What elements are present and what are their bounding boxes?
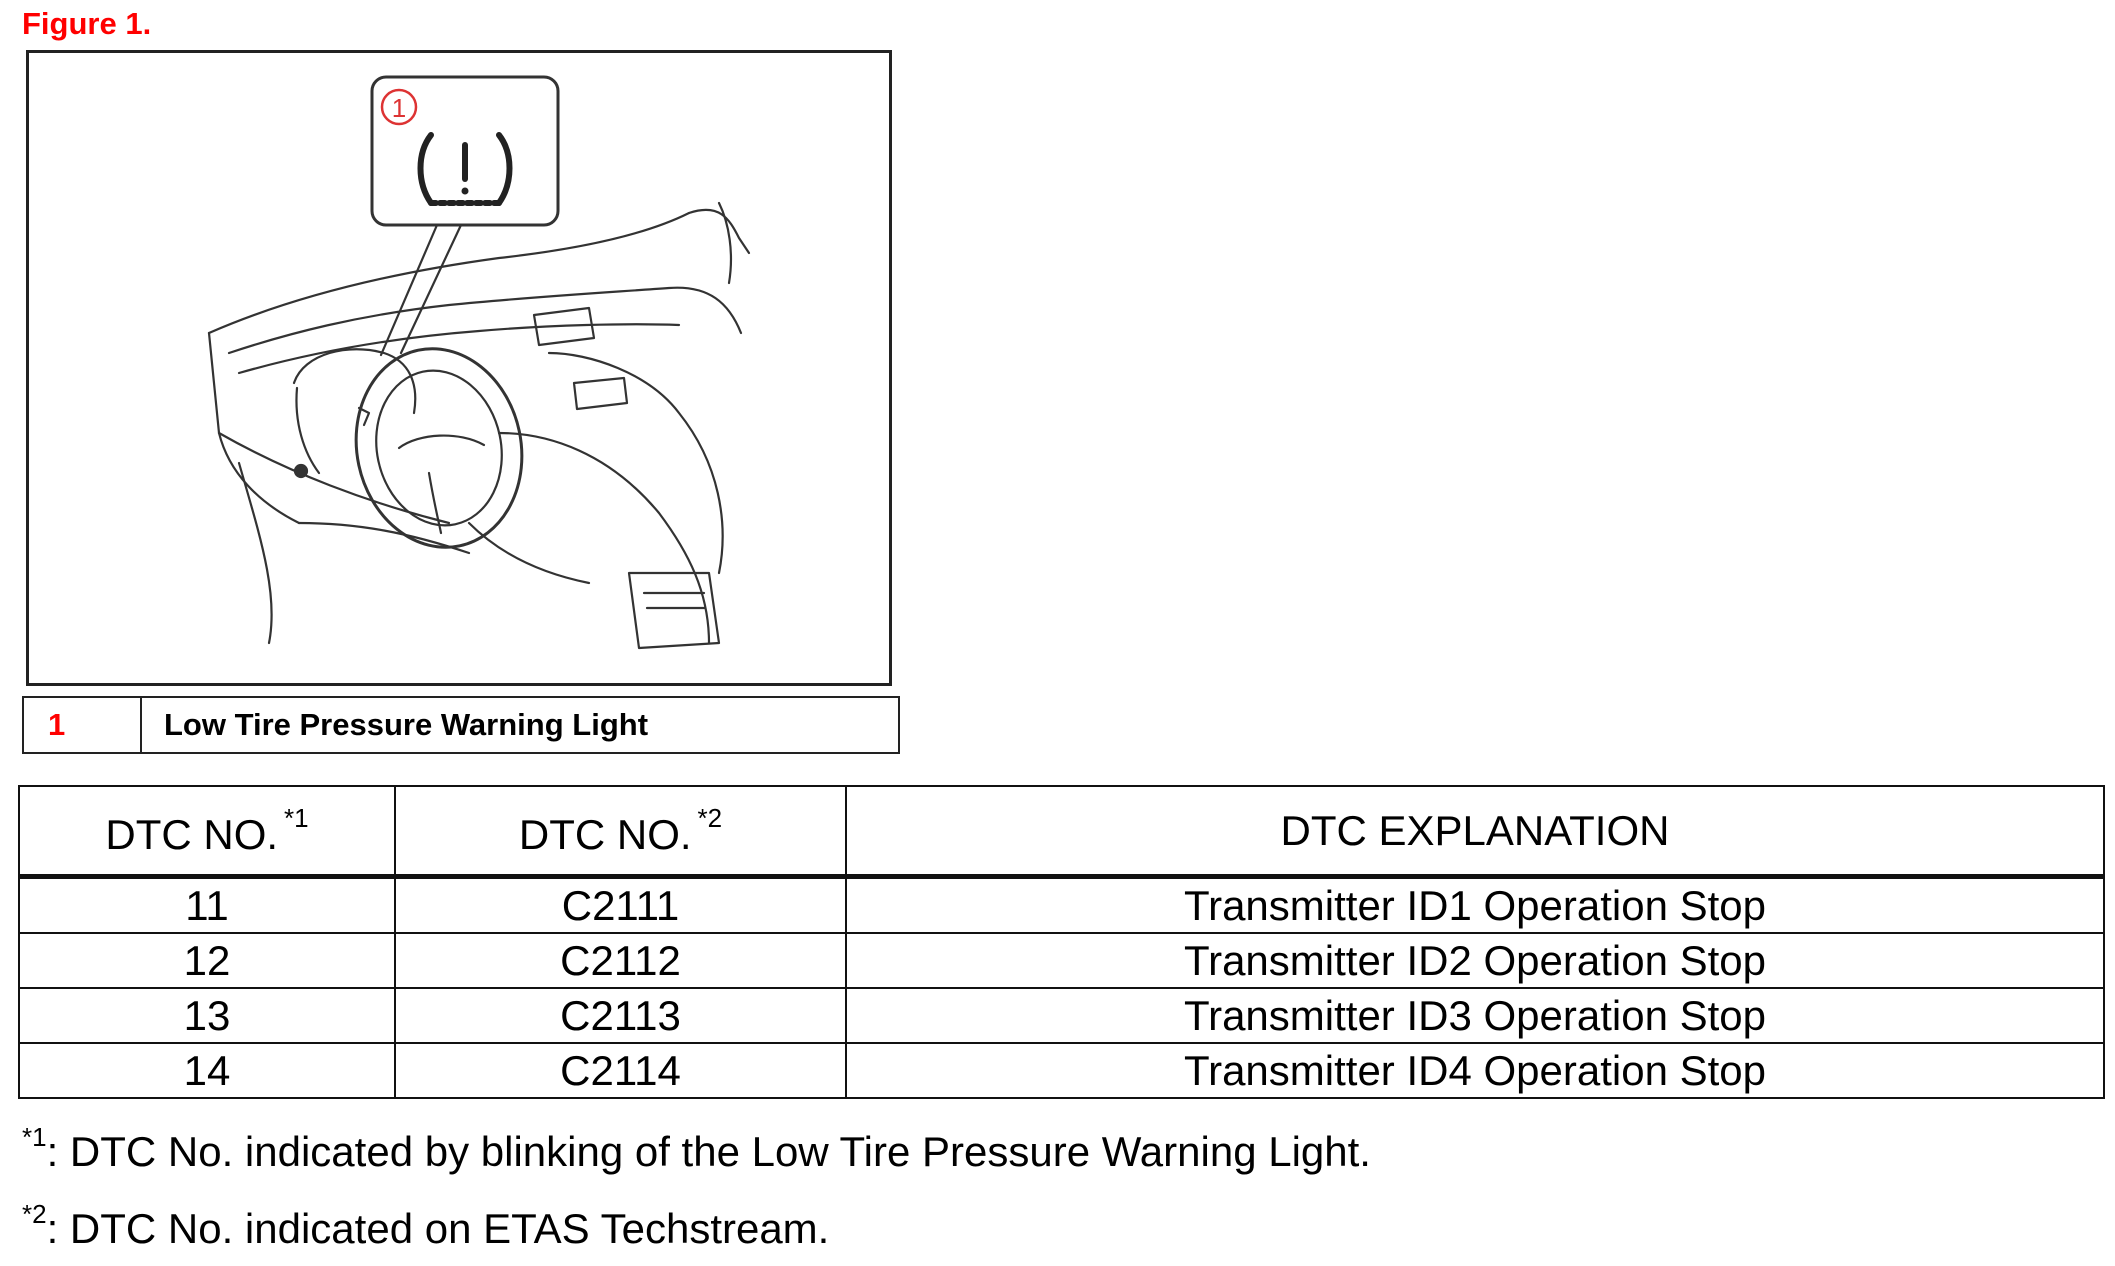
- figure-caption: Figure 1.: [22, 6, 151, 42]
- header-dtc-code: DTC NO.*2: [394, 785, 847, 879]
- header-dtc-code-label: DTC NO.: [518, 810, 692, 858]
- cell-blink: 11: [18, 875, 396, 934]
- cell-explanation: Transmitter ID2 Operation Stop: [845, 932, 2105, 989]
- tire-pressure-warning-icon: [417, 132, 513, 206]
- footnote-1-text: : DTC No. indicated by blinking of the L…: [46, 1128, 1371, 1175]
- table-row: 12 C2112 Transmitter ID2 Operation Stop: [18, 932, 2105, 989]
- figure-caption-suffix: .: [142, 6, 152, 41]
- cell-blink: 13: [18, 987, 396, 1044]
- header-dtc-blink: DTC NO.*1: [18, 785, 396, 879]
- cell-code: C2112: [394, 932, 847, 989]
- cell-explanation: Transmitter ID3 Operation Stop: [845, 987, 2105, 1044]
- header-dtc-explanation: DTC EXPLANATION: [845, 785, 2105, 879]
- footnote-1-mark: *1: [22, 1122, 47, 1152]
- footnote-1: *1: DTC No. indicated by blinking of the…: [22, 1122, 1371, 1176]
- cell-explanation: Transmitter ID1 Operation Stop: [845, 875, 2105, 934]
- footnote-2: *2: DTC No. indicated on ETAS Techstream…: [22, 1199, 829, 1253]
- cell-blink: 14: [18, 1042, 396, 1099]
- dashboard-illustration: 1: [207, 75, 751, 650]
- callout-number: 1: [392, 93, 406, 123]
- cell-blink: 12: [18, 932, 396, 989]
- legend-number: 1: [22, 696, 142, 754]
- cell-code: C2111: [394, 875, 847, 934]
- header-dtc-blink-note: *1: [284, 802, 309, 833]
- header-dtc-code-note: *2: [697, 802, 723, 833]
- figure-caption-text: Figure 1: [22, 6, 143, 41]
- cell-code: C2113: [394, 987, 847, 1044]
- table-row: 11 C2111 Transmitter ID1 Operation Stop: [18, 875, 2105, 934]
- callout-marker: 1: [380, 88, 418, 126]
- table-row: 13 C2113 Transmitter ID3 Operation Stop: [18, 987, 2105, 1044]
- header-dtc-explanation-label: DTC EXPLANATION: [1280, 806, 1670, 854]
- cell-code: C2114: [394, 1042, 847, 1099]
- dtc-table: DTC NO.*1 DTC NO.*2 DTC EXPLANATION 11 C…: [18, 785, 2105, 1099]
- legend-table: 1 Low Tire Pressure Warning Light: [22, 696, 900, 754]
- footnote-2-text: : DTC No. indicated on ETAS Techstream.: [46, 1205, 830, 1252]
- legend-label: Low Tire Pressure Warning Light: [140, 696, 900, 754]
- figure-frame: 1: [26, 50, 892, 686]
- legend-row: 1 Low Tire Pressure Warning Light: [22, 696, 900, 754]
- header-dtc-blink-label: DTC NO.: [105, 810, 279, 858]
- dtc-header-row: DTC NO.*1 DTC NO.*2 DTC EXPLANATION: [18, 785, 2105, 879]
- footnote-2-mark: *2: [22, 1199, 47, 1229]
- table-row: 14 C2114 Transmitter ID4 Operation Stop: [18, 1042, 2105, 1099]
- cell-explanation: Transmitter ID4 Operation Stop: [845, 1042, 2105, 1099]
